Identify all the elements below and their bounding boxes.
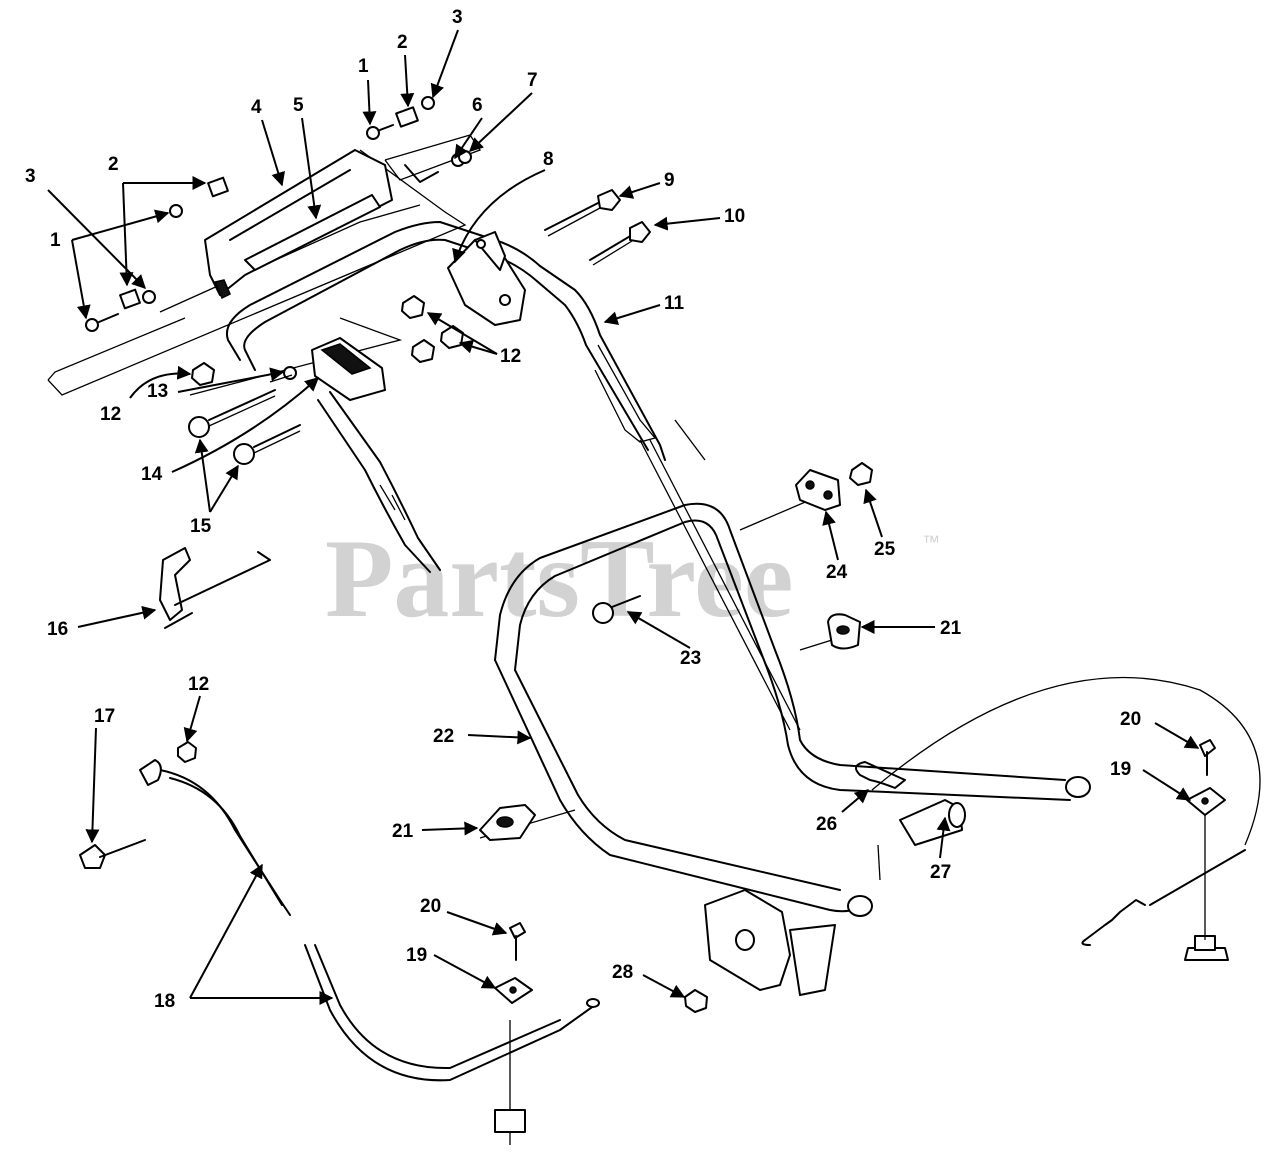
callout-23: 23 bbox=[680, 648, 701, 669]
callout-8: 8 bbox=[543, 149, 554, 170]
callout-14: 14 bbox=[141, 464, 163, 485]
callout-25: 25 bbox=[874, 539, 896, 560]
callout-9: 9 bbox=[664, 170, 675, 191]
callout-3: 3 bbox=[452, 7, 463, 28]
callout-6: 6 bbox=[472, 95, 483, 116]
callout-16: 16 bbox=[47, 619, 68, 640]
callout-15: 15 bbox=[190, 516, 212, 537]
lower-bracket bbox=[684, 889, 836, 1013]
callout-17: 17 bbox=[94, 706, 115, 727]
callout-19-right: 19 bbox=[1110, 759, 1131, 780]
watermark: PartsTree bbox=[325, 517, 794, 641]
clip-21-lower bbox=[479, 804, 536, 841]
callout-12-left: 12 bbox=[100, 404, 121, 425]
callout-2-left: 2 bbox=[108, 154, 119, 175]
callout-21-left: 21 bbox=[392, 821, 414, 842]
callout-7: 7 bbox=[527, 70, 538, 91]
lower-handle bbox=[494, 502, 1091, 917]
callout-24: 24 bbox=[826, 562, 848, 583]
fastener-17-12 bbox=[79, 741, 197, 869]
cable-18 bbox=[159, 769, 600, 1145]
bolts-upper bbox=[544, 189, 651, 266]
callout-1-left: 1 bbox=[50, 230, 61, 251]
callout-2: 2 bbox=[397, 32, 408, 53]
callout-20-lower: 20 bbox=[420, 896, 441, 917]
fastener-19-20-lower bbox=[494, 922, 533, 1004]
pin-26-27 bbox=[855, 761, 966, 881]
callout-1: 1 bbox=[358, 56, 369, 77]
callout-11: 11 bbox=[664, 293, 685, 314]
carriage-bolts-15 bbox=[188, 389, 301, 465]
callout-10: 10 bbox=[724, 206, 745, 227]
clip-24 bbox=[795, 462, 873, 511]
callout-3-left: 3 bbox=[25, 166, 36, 187]
clip-21-upper bbox=[827, 613, 861, 650]
callout-5: 5 bbox=[293, 95, 304, 116]
callout-21-right: 21 bbox=[940, 618, 962, 639]
fastener-19-20-right bbox=[1186, 739, 1226, 940]
handle-housing bbox=[204, 149, 393, 300]
control-bracket bbox=[447, 231, 526, 326]
callout-19-lower: 19 bbox=[406, 945, 427, 966]
nuts-12 bbox=[191, 295, 464, 386]
callout-labels: 1 2 3 4 5 6 7 8 9 10 11 3 2 1 12 12 13 1… bbox=[25, 7, 1141, 1012]
bolt-23 bbox=[592, 595, 641, 624]
callout-4: 4 bbox=[251, 97, 262, 118]
cable-spring-right bbox=[1081, 849, 1246, 961]
watermark-trademark: ™ bbox=[922, 532, 940, 552]
callout-12-lower: 12 bbox=[188, 674, 209, 695]
callout-18: 18 bbox=[154, 991, 175, 1012]
callout-20-right: 20 bbox=[1120, 709, 1141, 730]
callout-13: 13 bbox=[147, 381, 168, 402]
callout-28: 28 bbox=[612, 962, 633, 983]
callout-26: 26 bbox=[816, 814, 837, 835]
callout-27: 27 bbox=[930, 862, 951, 883]
leader-arrows bbox=[47, 29, 1200, 1005]
cable-paths bbox=[479, 419, 1261, 846]
button-housing bbox=[269, 337, 386, 401]
callout-12-upper: 12 bbox=[500, 346, 521, 367]
callout-22: 22 bbox=[433, 726, 454, 747]
lever-16 bbox=[159, 547, 271, 629]
